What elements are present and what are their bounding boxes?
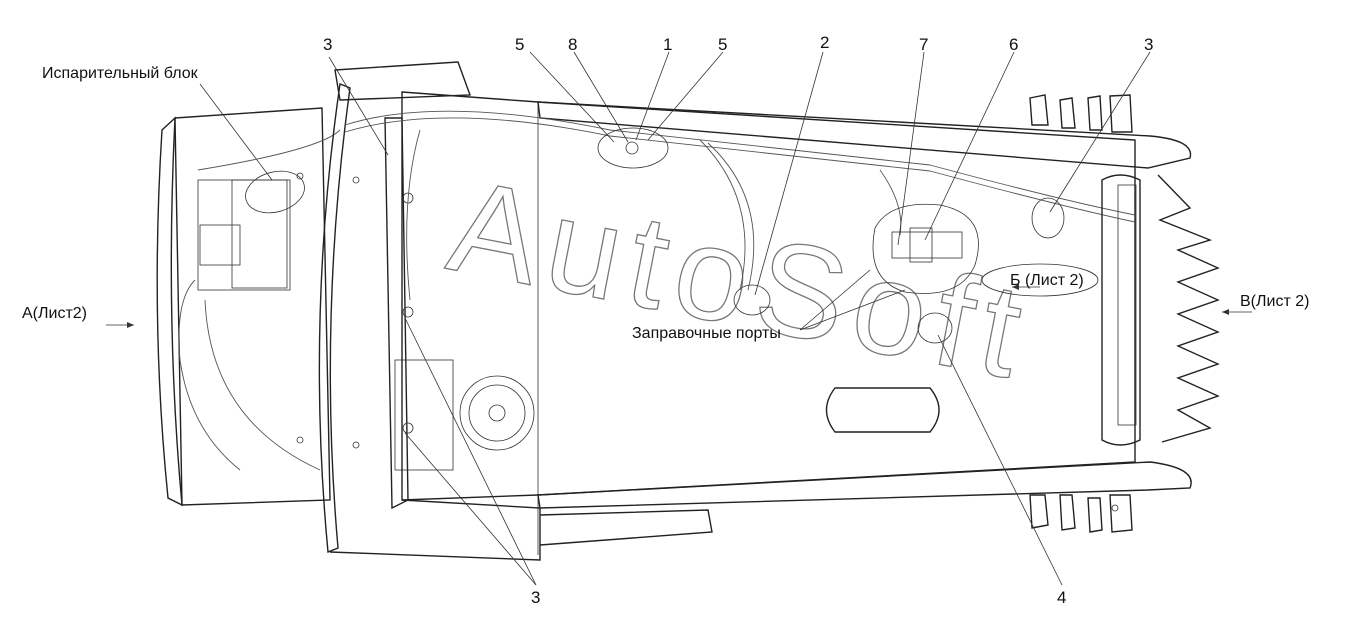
view-v-label: В(Лист 2) — [1240, 293, 1309, 310]
callout-8: 8 — [568, 35, 577, 54]
arrow-v-head — [1222, 309, 1229, 315]
callout-5-left: 5 — [515, 35, 524, 54]
arrow-a-head — [127, 322, 134, 328]
arrow-b-head — [1012, 284, 1019, 290]
callout-3-top-left: 3 — [323, 35, 332, 54]
callout-1: 1 — [663, 35, 672, 54]
roof-hatch — [459, 375, 535, 451]
callout-3-top-right: 3 — [1144, 35, 1153, 54]
evaporator-label: Испарительный блок — [42, 65, 199, 82]
evaporator-zone — [245, 170, 305, 214]
callout-5-right: 5 — [718, 35, 727, 54]
view-b-label: Б (Лист 2) — [1010, 272, 1084, 289]
callout-6: 6 — [1009, 35, 1018, 54]
front-panel — [318, 61, 471, 553]
charging-port-zone — [733, 284, 771, 316]
view-b-zone — [981, 263, 1099, 297]
lower-port-zone — [917, 312, 953, 344]
callout-7: 7 — [919, 35, 928, 54]
view-a-label: А(Лист2) — [22, 305, 87, 322]
view-arrows — [106, 284, 1252, 328]
watermark: AutoSoft — [439, 151, 1043, 407]
compressor-zone — [872, 203, 979, 294]
upper-right-zone — [1031, 197, 1065, 239]
evaporator-housing — [156, 107, 341, 507]
callout-2: 2 — [820, 33, 829, 52]
callout-3-bottom: 3 — [531, 588, 540, 607]
cabin-main-body — [329, 91, 1192, 561]
rear-frame — [1029, 94, 1220, 533]
grab-handle — [825, 387, 940, 433]
refrigerant-hoses — [344, 110, 1136, 301]
leader-lines — [199, 51, 1151, 586]
callout-4: 4 — [1057, 588, 1066, 607]
component-zones — [245, 127, 1099, 451]
charging-ports-label: Заправочные порты — [632, 325, 781, 342]
valve-zone — [597, 127, 669, 169]
